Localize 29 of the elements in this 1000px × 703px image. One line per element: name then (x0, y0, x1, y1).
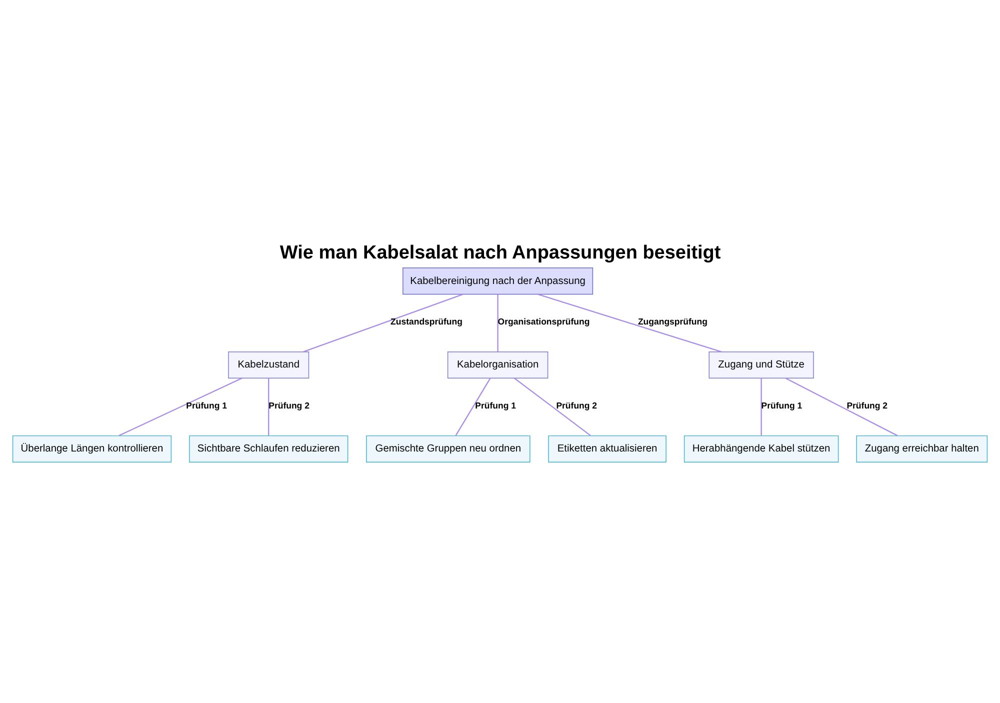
node-box: Zugang und Stütze (708, 352, 814, 378)
connector (118, 378, 242, 436)
edge-label: Prüfung 2 (846, 400, 888, 411)
node-box: Herabhängende Kabel stützen (684, 435, 839, 462)
diagram-title: Wie man Kabelsalat nach Anpassungen beseitigt (280, 242, 721, 264)
node-box: Zugang erreichbar halten (856, 435, 988, 462)
edge-label: Prüfung 2 (268, 400, 310, 411)
node-box: Sichtbare Schlaufen reduzieren (189, 435, 348, 462)
connector (785, 378, 898, 436)
edge-label: Prüfung 1 (475, 400, 516, 411)
edge-label: Prüfung 1 (761, 400, 802, 411)
node-box: Überlange Längen kontrollieren (12, 435, 172, 462)
node-box: Kabelorganisation (447, 352, 548, 378)
node-box: Kabelzustand (228, 352, 310, 378)
edge-label: Zustandsprüfung (390, 316, 462, 327)
connector (760, 378, 762, 436)
node-box: Kabelbereinigung nach der Anpassung (402, 268, 594, 295)
edge-label: Prüfung 1 (186, 400, 227, 411)
node-box: Etiketten aktualisieren (548, 435, 666, 462)
connector (514, 378, 591, 436)
connector (455, 378, 491, 436)
node-box: Gemischte Gruppen neu ordnen (366, 435, 530, 462)
connector (497, 294, 498, 352)
connector (268, 378, 270, 436)
connector (537, 294, 722, 352)
edge-label: Zugangsprüfung (638, 316, 708, 327)
edge-label: Prüfung 2 (556, 400, 598, 411)
edge-label: Organisationsprüfung (498, 316, 590, 327)
connector (303, 294, 464, 352)
